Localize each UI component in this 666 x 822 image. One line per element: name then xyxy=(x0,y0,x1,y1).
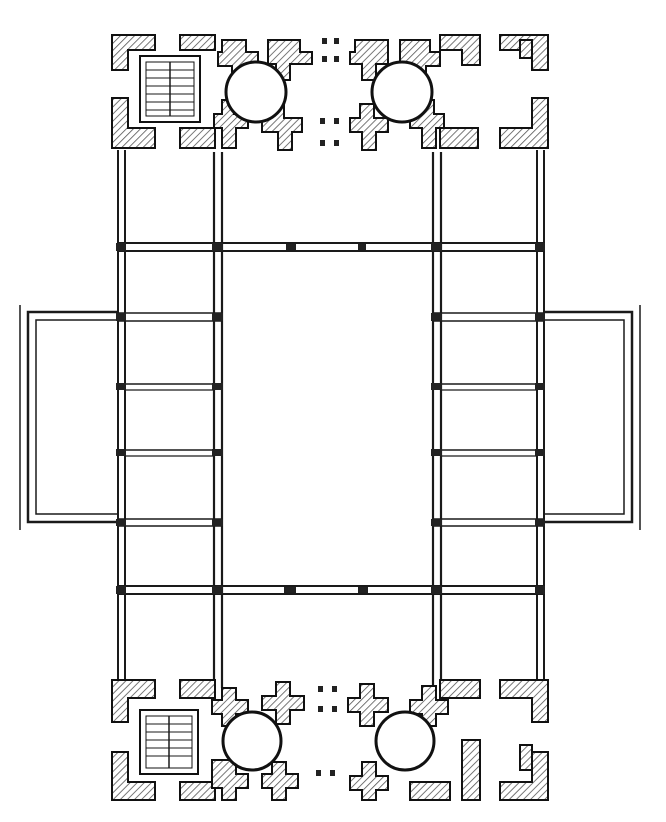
outer-wall-left xyxy=(117,150,126,690)
staircase-top-left xyxy=(139,55,201,123)
cross-beam-lower xyxy=(118,585,544,595)
cross-beam-upper xyxy=(118,242,544,252)
inner-wall-left xyxy=(212,152,224,688)
outer-wall-right xyxy=(536,150,545,690)
right-aisle-members xyxy=(433,312,544,527)
left-wing xyxy=(19,305,118,530)
left-aisle-members xyxy=(118,312,222,527)
bottom-block xyxy=(111,679,549,801)
right-wing xyxy=(545,305,641,530)
staircase-bottom-left xyxy=(139,709,199,775)
inner-wall-right xyxy=(431,152,443,688)
column-markers xyxy=(116,243,545,594)
top-block xyxy=(111,34,549,151)
